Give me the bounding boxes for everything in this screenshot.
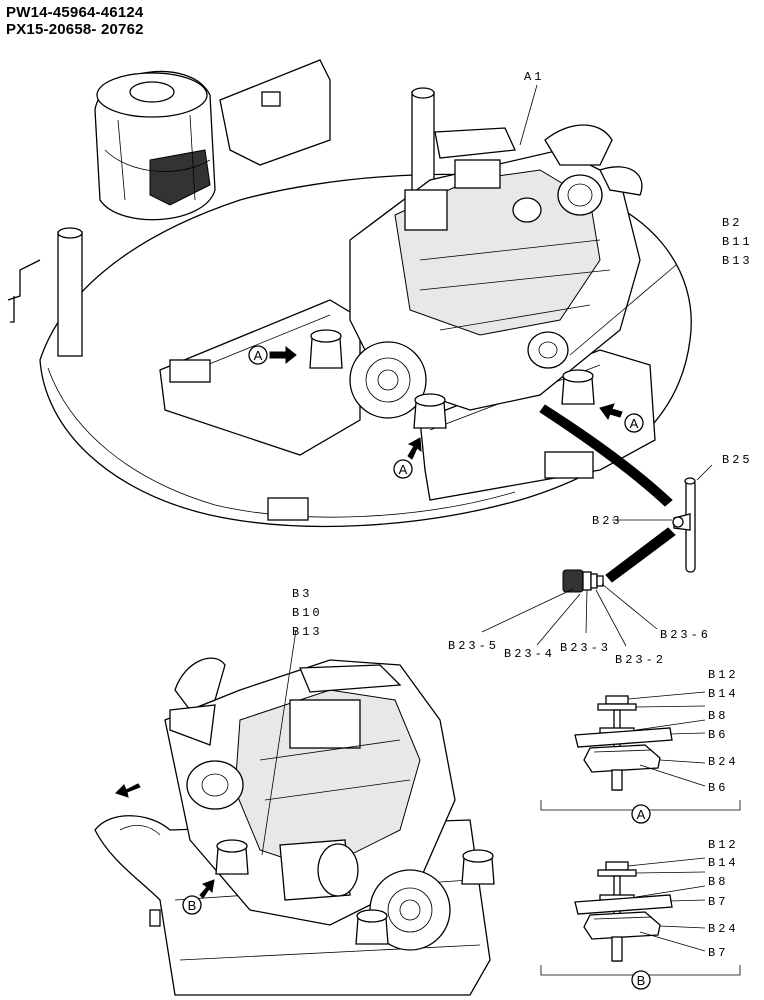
leader-lines <box>261 84 713 952</box>
callout-b3: B3 <box>292 587 312 601</box>
engine-lower-view <box>164 657 495 951</box>
harness-lead-upper <box>539 404 673 507</box>
harness-lead-lower <box>605 527 676 583</box>
callout-b13-top: B13 <box>722 254 753 268</box>
callout-b-b14: B14 <box>708 856 739 870</box>
view-marker-b-1: B <box>182 879 215 915</box>
callout-b-b12: B12 <box>708 838 739 852</box>
callout-b-b7-2: B7 <box>708 946 728 960</box>
callout-b10: B10 <box>292 606 323 620</box>
direction-arrow-lower <box>115 783 141 798</box>
svg-text:A: A <box>399 462 408 477</box>
svg-text:A: A <box>254 348 263 363</box>
svg-text:B: B <box>188 898 197 913</box>
serial-range-2: PX15-20658- 20762 <box>6 21 144 38</box>
callout-a-b14: B14 <box>708 687 739 701</box>
svg-text:B: B <box>637 973 646 988</box>
callout-b23-3: B23-3 <box>560 641 611 655</box>
callout-b-b24: B24 <box>708 922 739 936</box>
callout-a-b6-2: B6 <box>708 781 728 795</box>
ground-rod-b25 <box>672 477 696 573</box>
terminal-b23-detail <box>562 569 604 593</box>
callout-a-b24: B24 <box>708 755 739 769</box>
callout-labels: A1 B2 B11 B13 B25 B23 B23-6 B23-5 B23-3 … <box>292 70 753 960</box>
callout-a-b6-1: B6 <box>708 728 728 742</box>
callout-a1: A1 <box>524 70 544 84</box>
callout-a-b12: B12 <box>708 668 739 682</box>
svg-text:A: A <box>637 807 646 822</box>
view-marker-a-1: A <box>248 345 297 365</box>
callout-b23-2: B23-2 <box>615 653 666 667</box>
callout-b23-5: B23-5 <box>448 639 499 653</box>
serial-range-1: PW14-45964-46124 <box>6 4 144 21</box>
engine-upper-view <box>309 124 643 429</box>
fuel-tank <box>94 70 216 221</box>
callout-b-b8: B8 <box>708 875 728 889</box>
callout-b11: B11 <box>722 235 753 249</box>
callout-b13-bottom: B13 <box>292 625 323 639</box>
callout-b23: B23 <box>592 514 623 528</box>
view-marker-a-2: A <box>599 403 644 433</box>
svg-text:A: A <box>630 416 639 431</box>
callout-b2: B2 <box>722 216 742 230</box>
view-marker-a-3: A <box>393 437 422 479</box>
callout-a-b8: B8 <box>708 709 728 723</box>
callout-b-b7-1: B7 <box>708 895 728 909</box>
mount-detail-view-b: B <box>540 861 741 990</box>
callout-b23-6: B23-6 <box>660 628 711 642</box>
callout-b23-4: B23-4 <box>504 647 555 661</box>
callout-b25: B25 <box>722 453 753 467</box>
